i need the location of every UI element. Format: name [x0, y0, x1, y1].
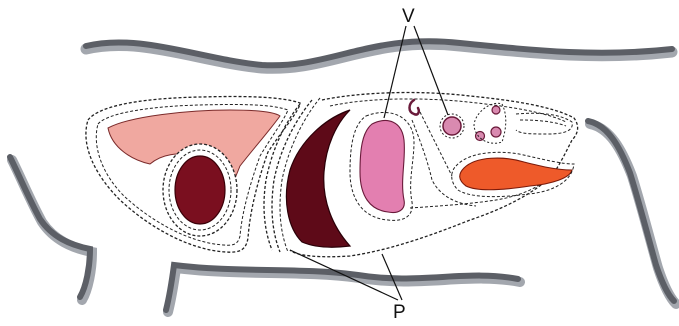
- label-p: P: [393, 302, 406, 323]
- right-compartment: [286, 93, 577, 257]
- vessel-large: [443, 117, 461, 135]
- label-v: V: [402, 6, 415, 27]
- orange-organ: [460, 158, 572, 190]
- tube-structure: [516, 113, 572, 134]
- left-compartment: [86, 97, 300, 253]
- vessel-small-3: [491, 127, 501, 137]
- crescent-dark-organ: [286, 110, 350, 247]
- vessel-small-2: [476, 132, 485, 141]
- mesentery-line-1: [412, 120, 476, 206]
- pink-organ: [360, 121, 404, 213]
- body-outline-right: [588, 121, 674, 301]
- tube-structure-inner: [520, 120, 566, 126]
- small-c-structure: [410, 100, 419, 115]
- heart-dark-red: [175, 156, 225, 224]
- body-outline-left-leg: [10, 157, 90, 297]
- leader-v-to-pink-organ: [384, 26, 406, 118]
- vessel-small-1: [492, 106, 500, 114]
